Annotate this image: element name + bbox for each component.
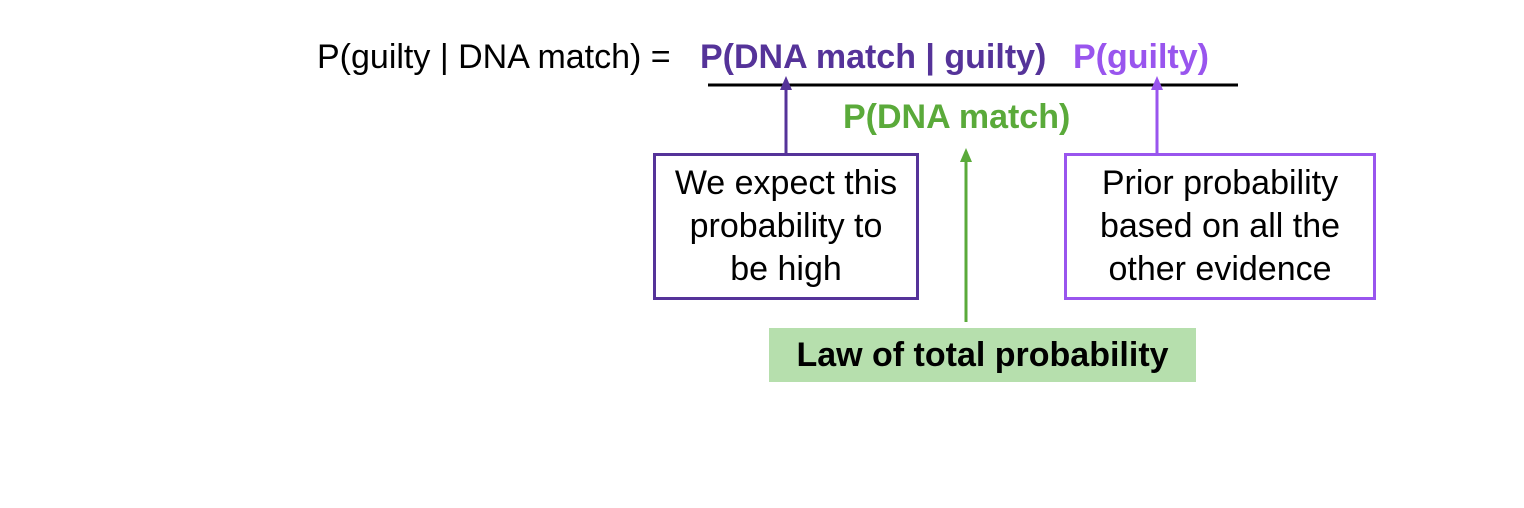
prior-arrowhead [1151,76,1163,90]
likelihood-note-text: We expect this probability to be high [674,164,898,288]
prior-note-box: Prior probability based on all the other… [1064,153,1376,300]
likelihood-arrowhead [780,76,792,90]
likelihood-note-box: We expect this probability to be high [653,153,919,300]
evidence-arrowhead [960,148,972,162]
law-of-total-probability-label: Law of total probability [769,328,1196,382]
prior-note-text: Prior probability based on all the other… [1099,164,1341,288]
numerator-prior-term: P(guilty) [1073,38,1209,76]
formula-lhs: P(guilty | DNA match) = [317,38,671,76]
denominator-evidence-term: P(DNA match) [843,98,1071,136]
law-of-total-probability-text: Law of total probability [796,335,1169,374]
numerator-likelihood-term: P(DNA match | guilty) [700,38,1047,76]
